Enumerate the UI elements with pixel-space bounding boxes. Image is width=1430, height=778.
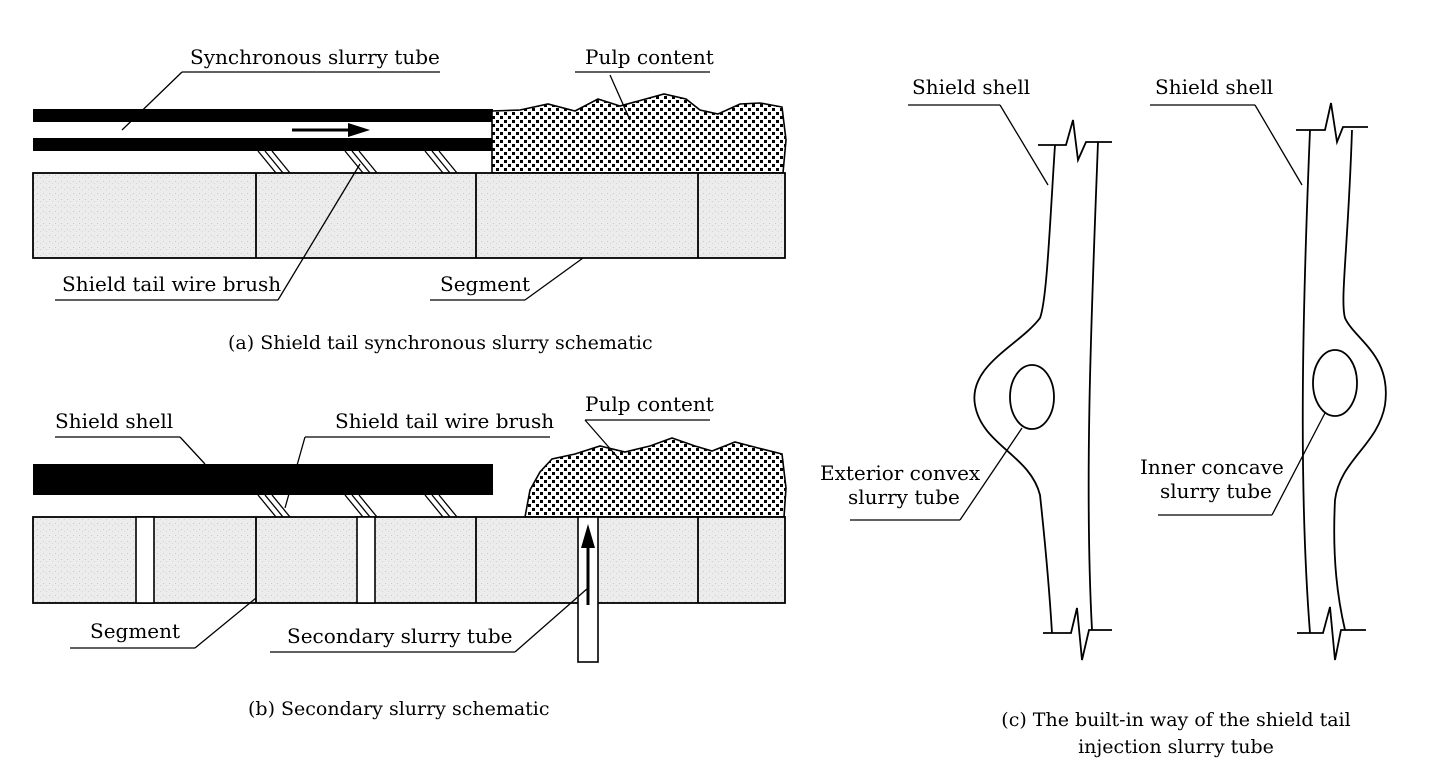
label-segment-b: Segment [90, 619, 180, 643]
pulp-content [491, 93, 787, 174]
shell-left [973, 119, 1112, 661]
shield-shell-bar [33, 464, 493, 495]
label-shield-shell-c-right: Shield shell [1155, 75, 1273, 99]
label-inner-concave-line2: slurry tube [1160, 479, 1272, 503]
wire-brushes [257, 150, 458, 174]
segment-row-b [32, 516, 786, 604]
panel-c: Shield shell Shield shell Exterior conve… [820, 75, 1387, 758]
leader-lines-a [55, 71, 710, 301]
leader-lines-c [850, 104, 1326, 521]
label-wire-brush-b: Shield tail wire brush [335, 409, 554, 433]
leader-lines-b [55, 419, 710, 653]
label-pulp-content-a: Pulp content [585, 45, 714, 69]
sync-tube-top-wall [33, 109, 493, 122]
label-segment-a: Segment [440, 272, 530, 296]
caption-a: (a) Shield tail synchronous slurry schem… [228, 332, 653, 354]
sync-tube-bottom-wall [33, 138, 493, 151]
caption-c-line2: injection slurry tube [1078, 736, 1274, 758]
panel-a: Synchronous slurry tube Pulp content Shi… [32, 45, 787, 354]
panel-b: Shield shell Shield tail wire brush Pulp… [32, 392, 787, 720]
label-inner-concave-line1: Inner concave [1140, 455, 1284, 479]
secondary-flow-arrow [581, 524, 595, 605]
label-synchronous-slurry-tube: Synchronous slurry tube [190, 45, 440, 69]
label-shield-shell-b: Shield shell [55, 409, 173, 433]
segment-row-a [32, 172, 786, 259]
label-wire-brush-a: Shield tail wire brush [62, 272, 281, 296]
pulp-content-b [524, 437, 787, 518]
wire-brushes-b [257, 494, 458, 518]
label-exterior-convex-line2: slurry tube [848, 485, 960, 509]
shell-right [1296, 102, 1387, 661]
flow-arrow [292, 123, 370, 137]
label-shield-shell-c-left: Shield shell [912, 75, 1030, 99]
caption-c-line1: (c) The built-in way of the shield tail [1001, 709, 1350, 731]
label-exterior-convex-line1: Exterior convex [820, 461, 981, 485]
caption-b: (b) Secondary slurry schematic [248, 698, 550, 720]
label-secondary-slurry-tube: Secondary slurry tube [287, 624, 512, 648]
label-pulp-content-b: Pulp content [585, 392, 714, 416]
